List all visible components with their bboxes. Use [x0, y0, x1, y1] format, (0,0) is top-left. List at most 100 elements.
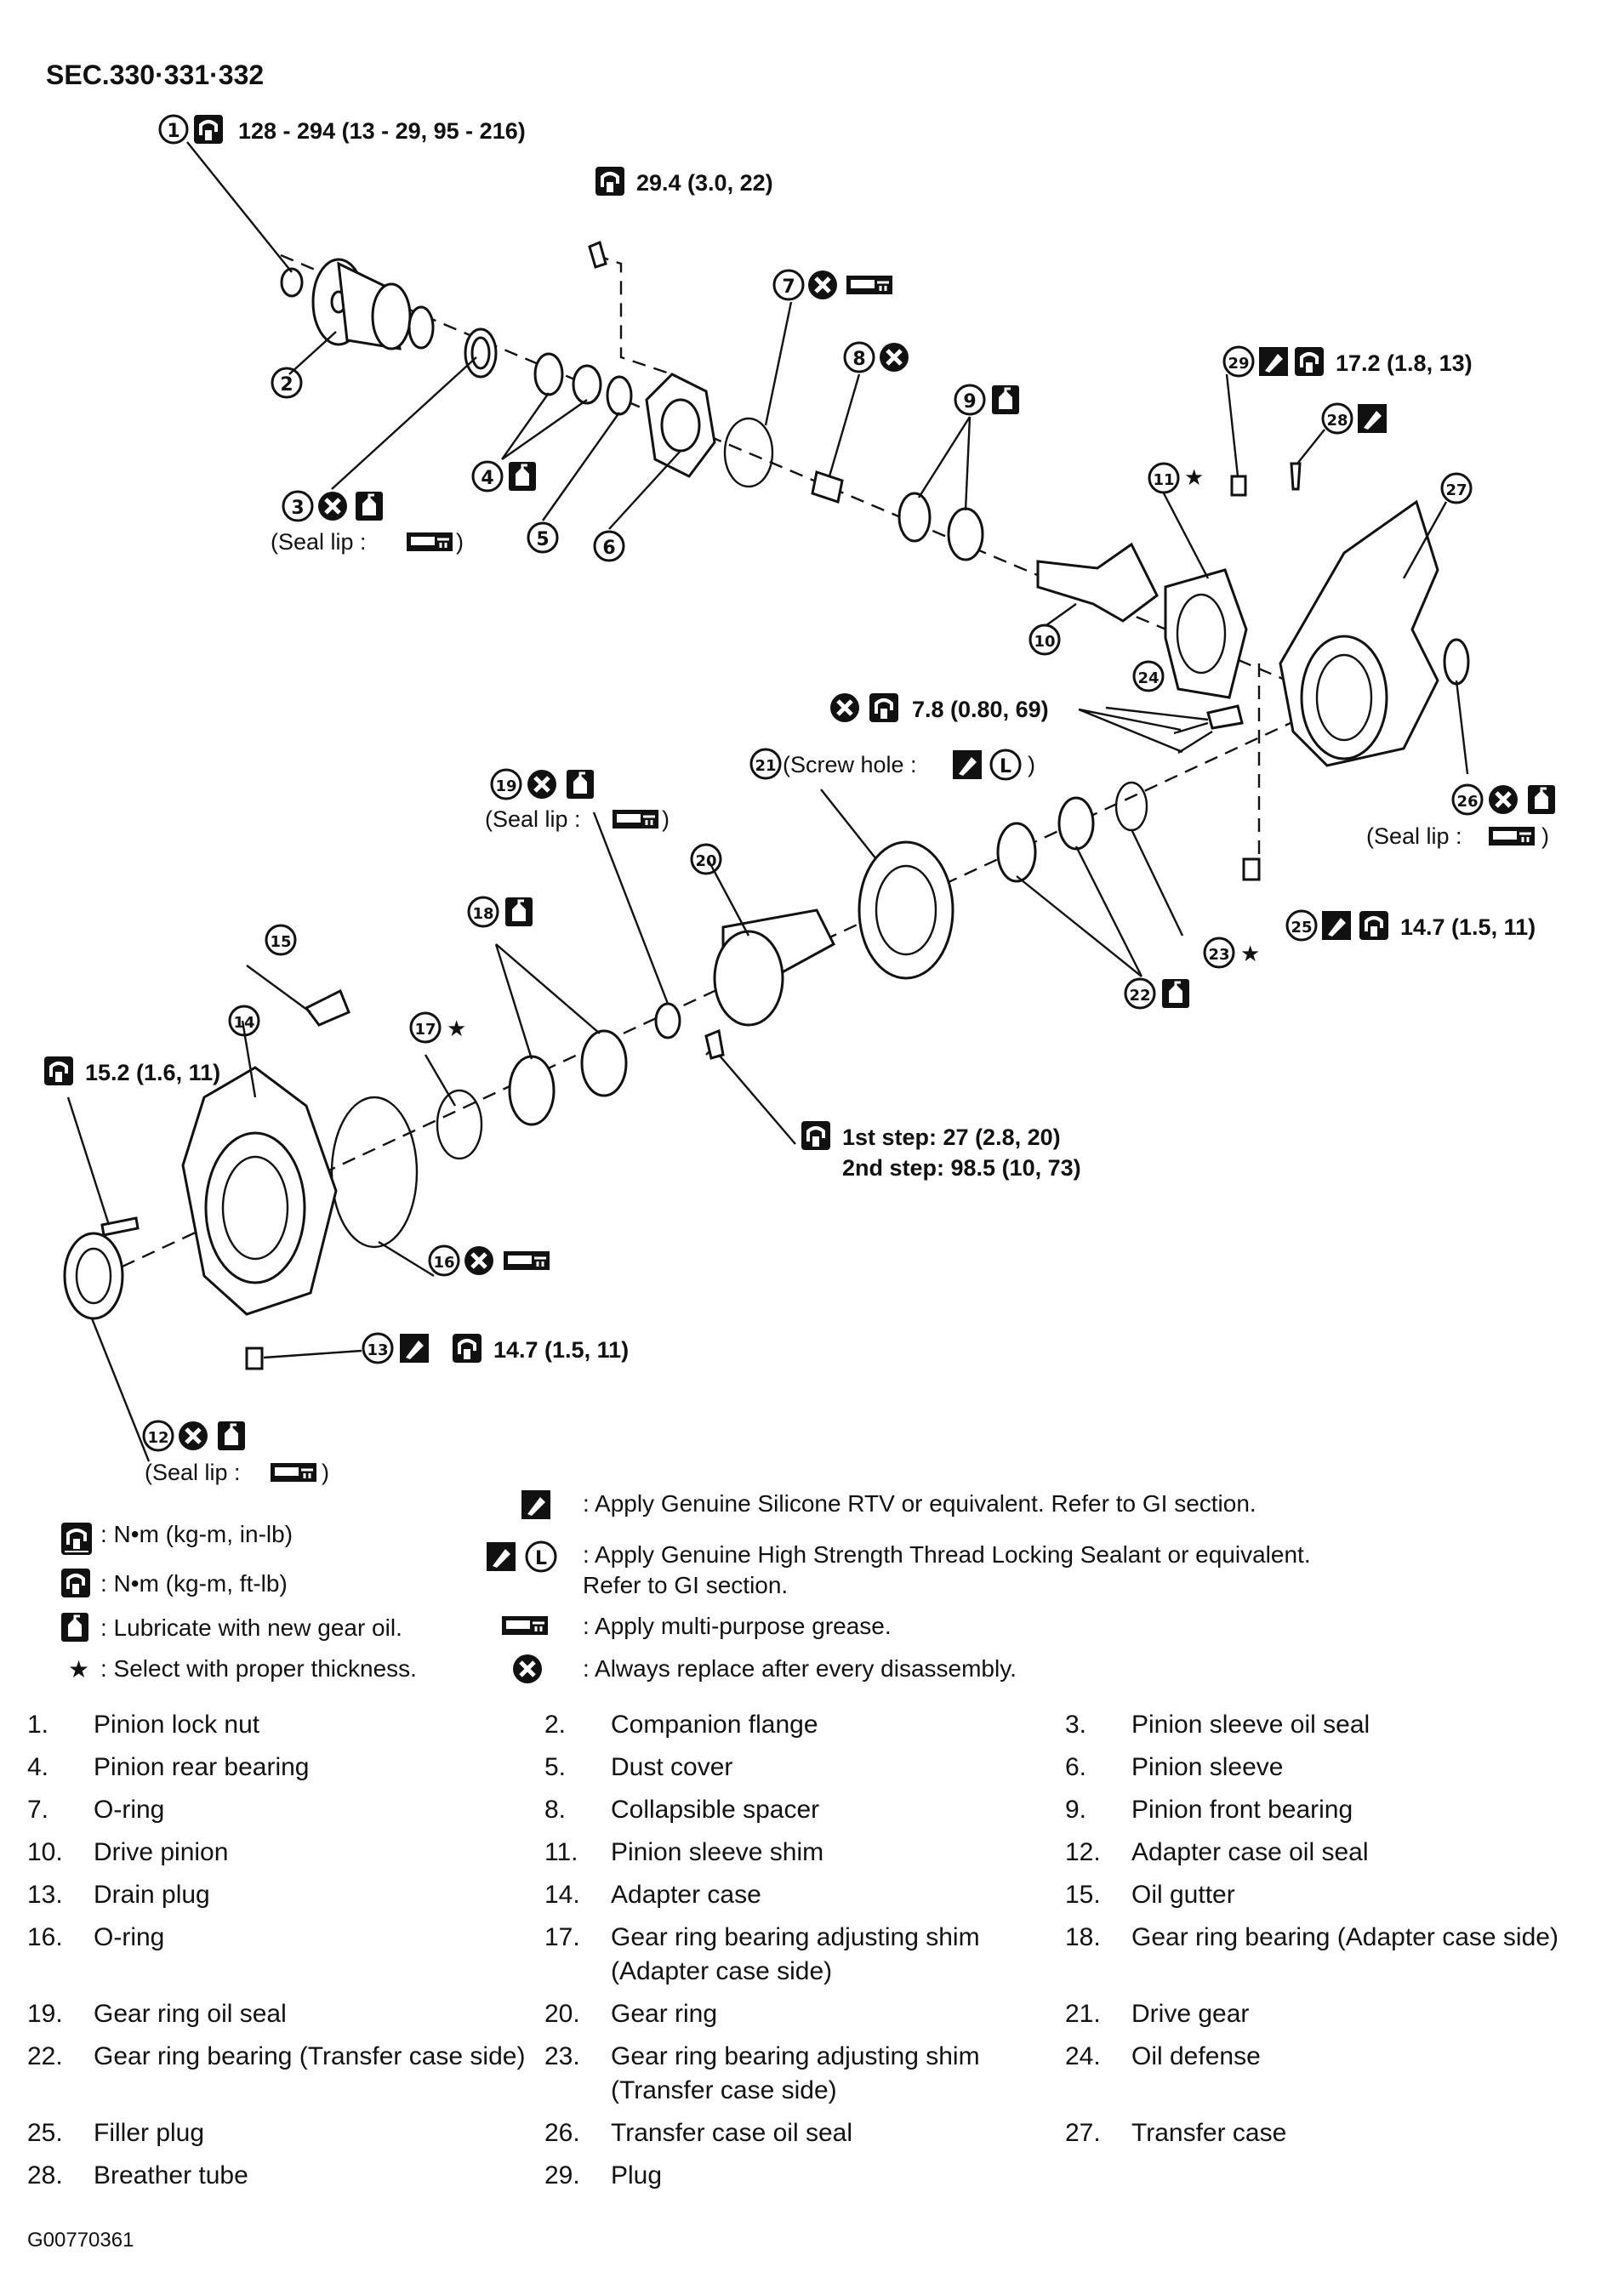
legend-icons: L	[60, 1490, 557, 1683]
callout-6: 6	[593, 530, 625, 562]
parts-list-item: 5. Dust cover	[544, 1751, 1065, 1793]
o-ring-7	[723, 417, 774, 488]
parts-list-item: 6.Pinion sleeve	[1065, 1751, 1593, 1793]
part-number: 23.	[544, 2042, 580, 2070]
axis-bolt-top	[595, 253, 673, 376]
svg-text:29: 29	[1228, 355, 1249, 373]
pinion-sleeve	[645, 373, 716, 478]
svg-text:(Seal lip :: (Seal lip :	[1366, 823, 1462, 849]
part-name: O-ring	[94, 1796, 165, 1824]
part-number: 6.	[1065, 1753, 1087, 1781]
svg-text:29.4 (3.0, 22): 29.4 (3.0, 22)	[636, 170, 773, 196]
adjusting-shim-23	[1114, 781, 1148, 832]
part-name: Drive gear	[1131, 2000, 1250, 2028]
axis-upper	[280, 253, 1328, 699]
legend-replace: : Always replace after every disassembly…	[583, 1655, 1017, 1682]
oil-defense	[1173, 704, 1244, 754]
part-name: Drive pinion	[94, 1838, 229, 1866]
svg-text:20: 20	[695, 852, 716, 870]
parts-list-item: 16.O-ring	[27, 1921, 544, 1997]
parts-list-item: 17.Gear ring bearing adjusting shim (Ada…	[544, 1921, 1065, 1997]
part-number: 18.	[1065, 1923, 1101, 1951]
part-number: 3.	[1065, 1711, 1087, 1739]
part-number: 26.	[544, 2119, 580, 2147]
svg-text:): )	[1028, 752, 1035, 777]
oil-gutter	[304, 988, 350, 1027]
legend-thread-locking: : Apply Genuine High Strength Thread Loc…	[583, 1541, 1311, 1568]
callout-28: 28	[1321, 402, 1387, 435]
part-name: Gear ring bearing (Adapter case side)	[1131, 1923, 1558, 1951]
svg-text:(Seal lip :: (Seal lip :	[485, 806, 581, 832]
part-number: 5.	[544, 1753, 567, 1781]
svg-text:): )	[1541, 823, 1549, 849]
parts-list-item: 18. Gear ring bearing (Adapter case side)	[1065, 1921, 1593, 1997]
transfer-case	[1279, 499, 1439, 767]
callout-10: 10	[1029, 623, 1061, 656]
part-name: Collapsible spacer	[611, 1796, 820, 1824]
callout-29: 29 17.2 (1.8, 13)	[1222, 345, 1473, 378]
drain-plug	[245, 1347, 264, 1370]
part-name: Gear ring	[611, 2000, 718, 2028]
svg-text:(Screw hole :: (Screw hole :	[783, 752, 917, 777]
callout-8: 8	[843, 343, 909, 372]
svg-text:14: 14	[233, 1014, 254, 1032]
part-name: Adapter case	[611, 1881, 761, 1909]
svg-text:13: 13	[367, 1341, 388, 1359]
svg-text:1st step: 27 (2.8, 20): 1st step: 27 (2.8, 20)	[842, 1125, 1061, 1150]
plug-29	[1230, 475, 1247, 497]
part-name: Dust cover	[611, 1753, 733, 1781]
svg-text:14.7 (1.5, 11): 14.7 (1.5, 11)	[493, 1337, 629, 1363]
svg-text:L: L	[1000, 756, 1011, 777]
callout-26: 26 (Seal lip : )	[1366, 785, 1557, 849]
svg-text:17: 17	[414, 1021, 436, 1039]
legend-select-thickness: : Select with proper thickness.	[100, 1655, 417, 1682]
gear-ring-oil-seal	[654, 1002, 681, 1039]
legend-lubricate: : Lubricate with new gear oil.	[100, 1614, 402, 1641]
part-name: Transfer case oil seal	[611, 2119, 853, 2147]
parts-list-item: 24.Oil defense	[1065, 2040, 1593, 2116]
drive-gear	[858, 840, 954, 980]
part-number: 28.	[27, 2161, 63, 2189]
callout-2: 2	[271, 367, 303, 399]
part-number: 29.	[544, 2161, 580, 2189]
part-number: 16.	[27, 1923, 63, 1951]
svg-text:12: 12	[147, 1429, 168, 1447]
callout-18: 18	[467, 896, 534, 928]
callout-24: 24 7.8 (0.80, 69)	[830, 660, 1165, 722]
parts-list-item: 29.Plug	[544, 2159, 1065, 2201]
svg-text:21: 21	[755, 757, 776, 775]
part-number: 13.	[27, 1881, 63, 1909]
callout-22: 22	[1124, 977, 1191, 1010]
legend-thread-locking-ref: Refer to GI section.	[583, 1572, 789, 1598]
part-number: 4.	[27, 1753, 49, 1781]
svg-text:27: 27	[1445, 481, 1467, 499]
part-name: Filler plug	[94, 2119, 205, 2147]
svg-text:): )	[456, 529, 464, 555]
part-name: Adapter case oil seal	[1131, 1838, 1369, 1866]
legend-torque-in-lb: : N•m (kg-m, in-lb)	[100, 1521, 293, 1547]
parts-list-item: 14.Adapter case	[544, 1878, 1065, 1921]
svg-text:★: ★	[1240, 941, 1260, 966]
section-header: SEC.330·331·332	[46, 60, 265, 90]
parts-list-item: 12.Adapter case oil seal	[1065, 1836, 1593, 1878]
svg-text:7.8 (0.80, 69): 7.8 (0.80, 69)	[912, 697, 1049, 722]
svg-text:26: 26	[1456, 793, 1478, 811]
svg-text:19: 19	[495, 777, 516, 795]
svg-text:14.7 (1.5, 11): 14.7 (1.5, 11)	[1400, 914, 1536, 940]
callout-12: 12 (Seal lip : )	[142, 1421, 329, 1485]
part-name: Oil gutter	[1131, 1881, 1235, 1909]
part-number: 7.	[27, 1796, 49, 1824]
callout-bolt-top: 29.4 (3.0, 22)	[588, 165, 773, 269]
svg-text:25: 25	[1291, 919, 1312, 937]
part-name: Gear ring oil seal	[94, 2000, 287, 2028]
pinion-sleeve-oil-seal	[464, 327, 498, 379]
part-number: 10.	[27, 1838, 63, 1866]
part-name: Drain plug	[94, 1881, 210, 1909]
svg-text:(Seal lip :: (Seal lip :	[145, 1460, 241, 1485]
svg-text:10: 10	[1034, 633, 1055, 651]
